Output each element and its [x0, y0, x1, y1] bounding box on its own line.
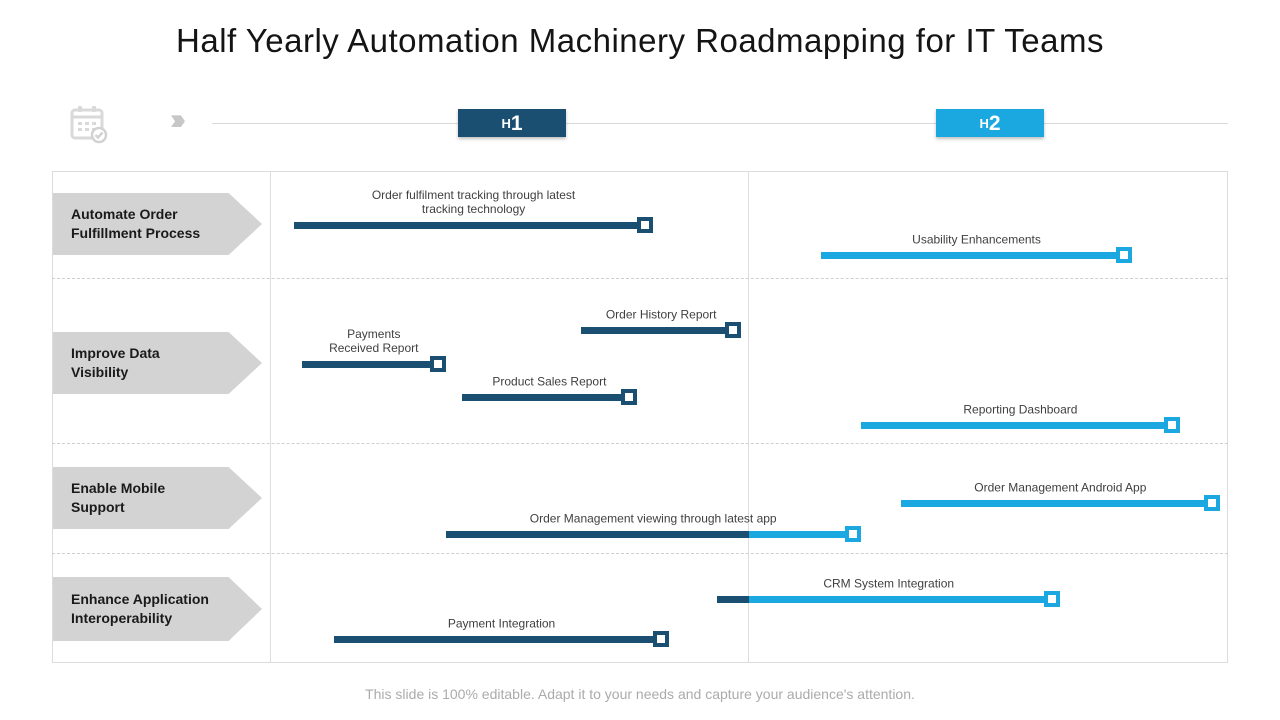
task-label: Reporting Dashboard [963, 402, 1078, 417]
task-bar [461, 394, 631, 401]
task-end-marker [1116, 247, 1133, 263]
task-bar [445, 531, 749, 538]
task-end-marker [1044, 591, 1061, 607]
row-category-arrow: Improve Data Visibility [53, 332, 262, 394]
row-category-arrow: Enable Mobile Support [53, 467, 262, 529]
task-label: Order History Report [605, 307, 717, 322]
task-label: Payment Integration [447, 616, 556, 631]
timeline-axis-line [212, 123, 1228, 124]
task-bar [749, 531, 854, 538]
task-end-marker [621, 389, 638, 405]
h2-number: 2 [988, 111, 1001, 135]
row-category-label: Enhance Application Interoperability [71, 591, 209, 626]
task-end-marker [429, 356, 446, 372]
row-category-arrow: Automate Order Fulfillment Process [53, 193, 262, 255]
h1-number: 1 [510, 111, 523, 135]
row-category-label: Automate Order Fulfillment Process [71, 206, 201, 241]
row-divider-3 [52, 553, 1228, 554]
task-bar [333, 636, 663, 643]
task-end-marker [1164, 417, 1181, 433]
task-end-marker [725, 322, 742, 338]
task-bar [900, 500, 1213, 507]
task-bar [301, 361, 439, 368]
triple-chevron-icon: ››› [170, 103, 186, 136]
task-end-marker [637, 217, 654, 233]
task-bar [717, 596, 749, 603]
roadmap-table-border [52, 171, 1228, 663]
row-category-arrow: Enhance Application Interoperability [53, 577, 262, 641]
footer-note: This slide is 100% editable. Adapt it to… [365, 686, 915, 702]
task-end-marker [653, 631, 670, 647]
task-bar [293, 222, 647, 229]
task-label: Usability Enhancements [912, 232, 1041, 247]
task-label: Product Sales Report [492, 374, 607, 389]
task-bar [860, 422, 1174, 429]
calendar-check-icon [66, 102, 110, 151]
task-label: CRM System Integration [823, 576, 955, 591]
row-category-label: Improve Data Visibility [71, 345, 160, 380]
task-bar [820, 252, 1126, 259]
task-bar [581, 327, 734, 334]
task-label: Payments Received Report [329, 327, 419, 356]
row-divider-2 [52, 443, 1228, 444]
row-category-label: Enable Mobile Support [71, 480, 166, 515]
task-label: Order Management Android App [974, 480, 1147, 495]
task-end-marker [1204, 495, 1221, 511]
task-end-marker [844, 526, 861, 542]
task-label: Order Management viewing through latest … [529, 511, 777, 526]
row-divider-1 [52, 278, 1228, 279]
h2-prefix: H [979, 115, 989, 131]
task-bar [749, 596, 1054, 603]
h1-prefix: H [501, 115, 511, 131]
page-title: Half Yearly Automation Machinery Roadmap… [176, 22, 1104, 59]
column-divider-h1-h2 [748, 171, 749, 663]
task-label: Order fulfilment tracking through latest… [371, 188, 576, 217]
column-divider-labels-h1 [270, 171, 271, 663]
